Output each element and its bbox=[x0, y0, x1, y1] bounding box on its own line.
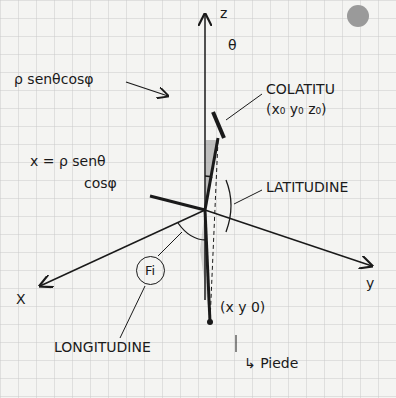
drop-line bbox=[210, 140, 218, 322]
leader-line bbox=[236, 335, 237, 352]
latitude-arc bbox=[226, 180, 231, 232]
node-text: Fi bbox=[145, 263, 155, 278]
leader-arrow bbox=[126, 82, 168, 96]
note: ↳ Piede bbox=[244, 356, 298, 371]
coordinate-label: (x₀ y₀ z₀) bbox=[266, 102, 327, 117]
axis-label: y bbox=[366, 276, 374, 291]
rho-vector bbox=[205, 138, 218, 210]
page-mark bbox=[347, 5, 369, 27]
circled-label: Fi bbox=[136, 256, 165, 285]
note: LATITUDINE bbox=[266, 180, 348, 195]
note: LONGITUDINE bbox=[54, 340, 151, 355]
colatitude-arc bbox=[205, 176, 212, 178]
x-axis bbox=[40, 210, 205, 286]
longitude-arc bbox=[178, 223, 206, 240]
z-axis bbox=[204, 14, 206, 300]
formula-note: ρ senθcosφ bbox=[14, 72, 93, 87]
axis-label: X bbox=[16, 292, 26, 307]
leader-line bbox=[158, 232, 182, 256]
foot-point bbox=[207, 319, 213, 325]
coordinate-label: (x y 0) bbox=[220, 300, 265, 315]
note: COLATITU bbox=[266, 82, 335, 97]
leader-line bbox=[226, 94, 262, 120]
formula-note: cosφ bbox=[84, 176, 117, 191]
leader-line bbox=[234, 190, 262, 204]
theta-mark bbox=[213, 112, 224, 138]
angle-label: θ bbox=[228, 38, 237, 53]
x-component bbox=[150, 196, 205, 210]
projection-line bbox=[205, 210, 210, 322]
axis-label: z bbox=[220, 6, 227, 21]
formula-note: x = ρ senθ bbox=[30, 154, 106, 169]
leader-line bbox=[120, 286, 145, 338]
